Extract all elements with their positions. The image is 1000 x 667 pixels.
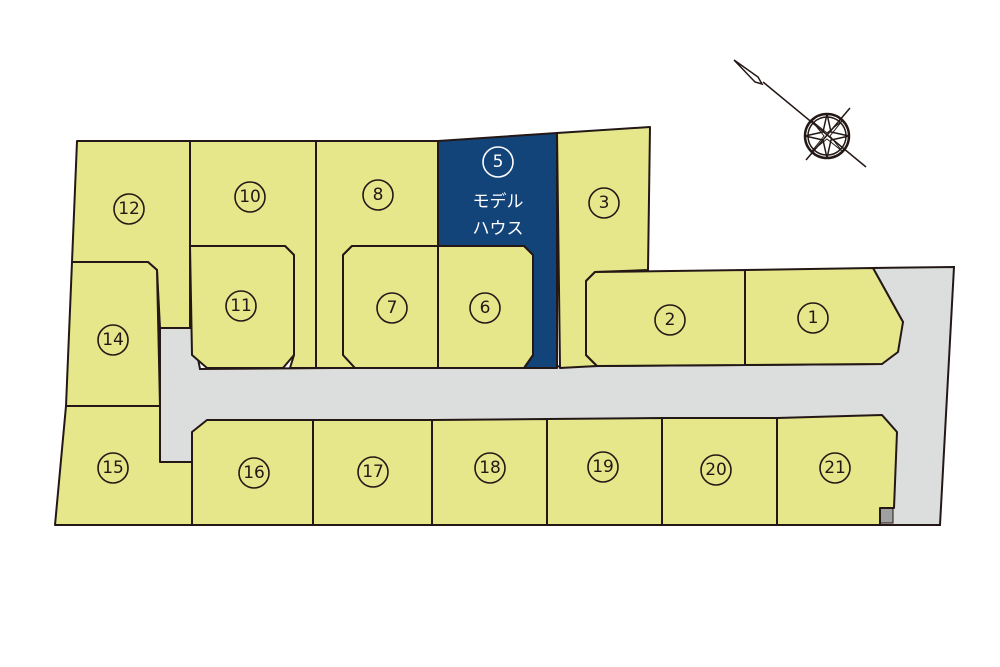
model-house-label-line1: モデル <box>473 191 524 212</box>
svg-text:21: 21 <box>824 458 846 478</box>
svg-text:14: 14 <box>102 330 124 350</box>
lot-14[interactable] <box>65 261 161 407</box>
lot-label-11: 11 <box>225 290 257 322</box>
lot-label-20: 20 <box>700 454 732 486</box>
lot-label-6: 6 <box>469 292 501 324</box>
svg-text:17: 17 <box>362 462 384 482</box>
svg-text:11: 11 <box>230 296 252 316</box>
lot-label-14: 14 <box>97 324 129 356</box>
lot-1[interactable] <box>744 267 904 366</box>
lot-label-1: 1 <box>797 302 829 334</box>
svg-text:3: 3 <box>599 193 610 213</box>
svg-text:10: 10 <box>239 187 261 207</box>
lot-11[interactable] <box>189 245 295 369</box>
svg-text:12: 12 <box>118 199 140 219</box>
lot-label-17: 17 <box>357 456 389 488</box>
utility-box <box>879 507 894 524</box>
lot-label-21: 21 <box>819 452 851 484</box>
svg-text:16: 16 <box>243 463 265 483</box>
svg-text:5: 5 <box>493 152 504 172</box>
svg-text:6: 6 <box>480 298 491 318</box>
lot-label-16: 16 <box>238 457 270 489</box>
svg-text:19: 19 <box>592 457 614 477</box>
model-house-label-line2: ハウス <box>473 219 524 239</box>
svg-text:15: 15 <box>102 458 124 478</box>
lot-label-18: 18 <box>474 452 506 484</box>
svg-text:20: 20 <box>705 460 727 480</box>
svg-text:18: 18 <box>479 458 501 478</box>
lot-label-7: 7 <box>376 292 408 324</box>
lot-label-19: 19 <box>587 451 619 483</box>
svg-text:8: 8 <box>373 185 384 205</box>
lot-label-15: 15 <box>97 452 129 484</box>
compass-rose-icon <box>733 59 867 168</box>
lot-label-2: 2 <box>654 304 686 336</box>
lot-label-3: 3 <box>588 187 620 219</box>
svg-text:2: 2 <box>665 310 676 330</box>
lot-label-10: 10 <box>234 181 266 213</box>
lot-6[interactable] <box>437 245 534 369</box>
svg-text:1: 1 <box>808 308 819 328</box>
lot-21[interactable] <box>776 414 898 526</box>
lot-16[interactable] <box>191 419 314 526</box>
svg-text:7: 7 <box>387 298 398 318</box>
lot-label-12: 12 <box>113 193 145 225</box>
lot-label-8: 8 <box>362 179 394 211</box>
lot-label-5: 5 <box>482 146 514 178</box>
